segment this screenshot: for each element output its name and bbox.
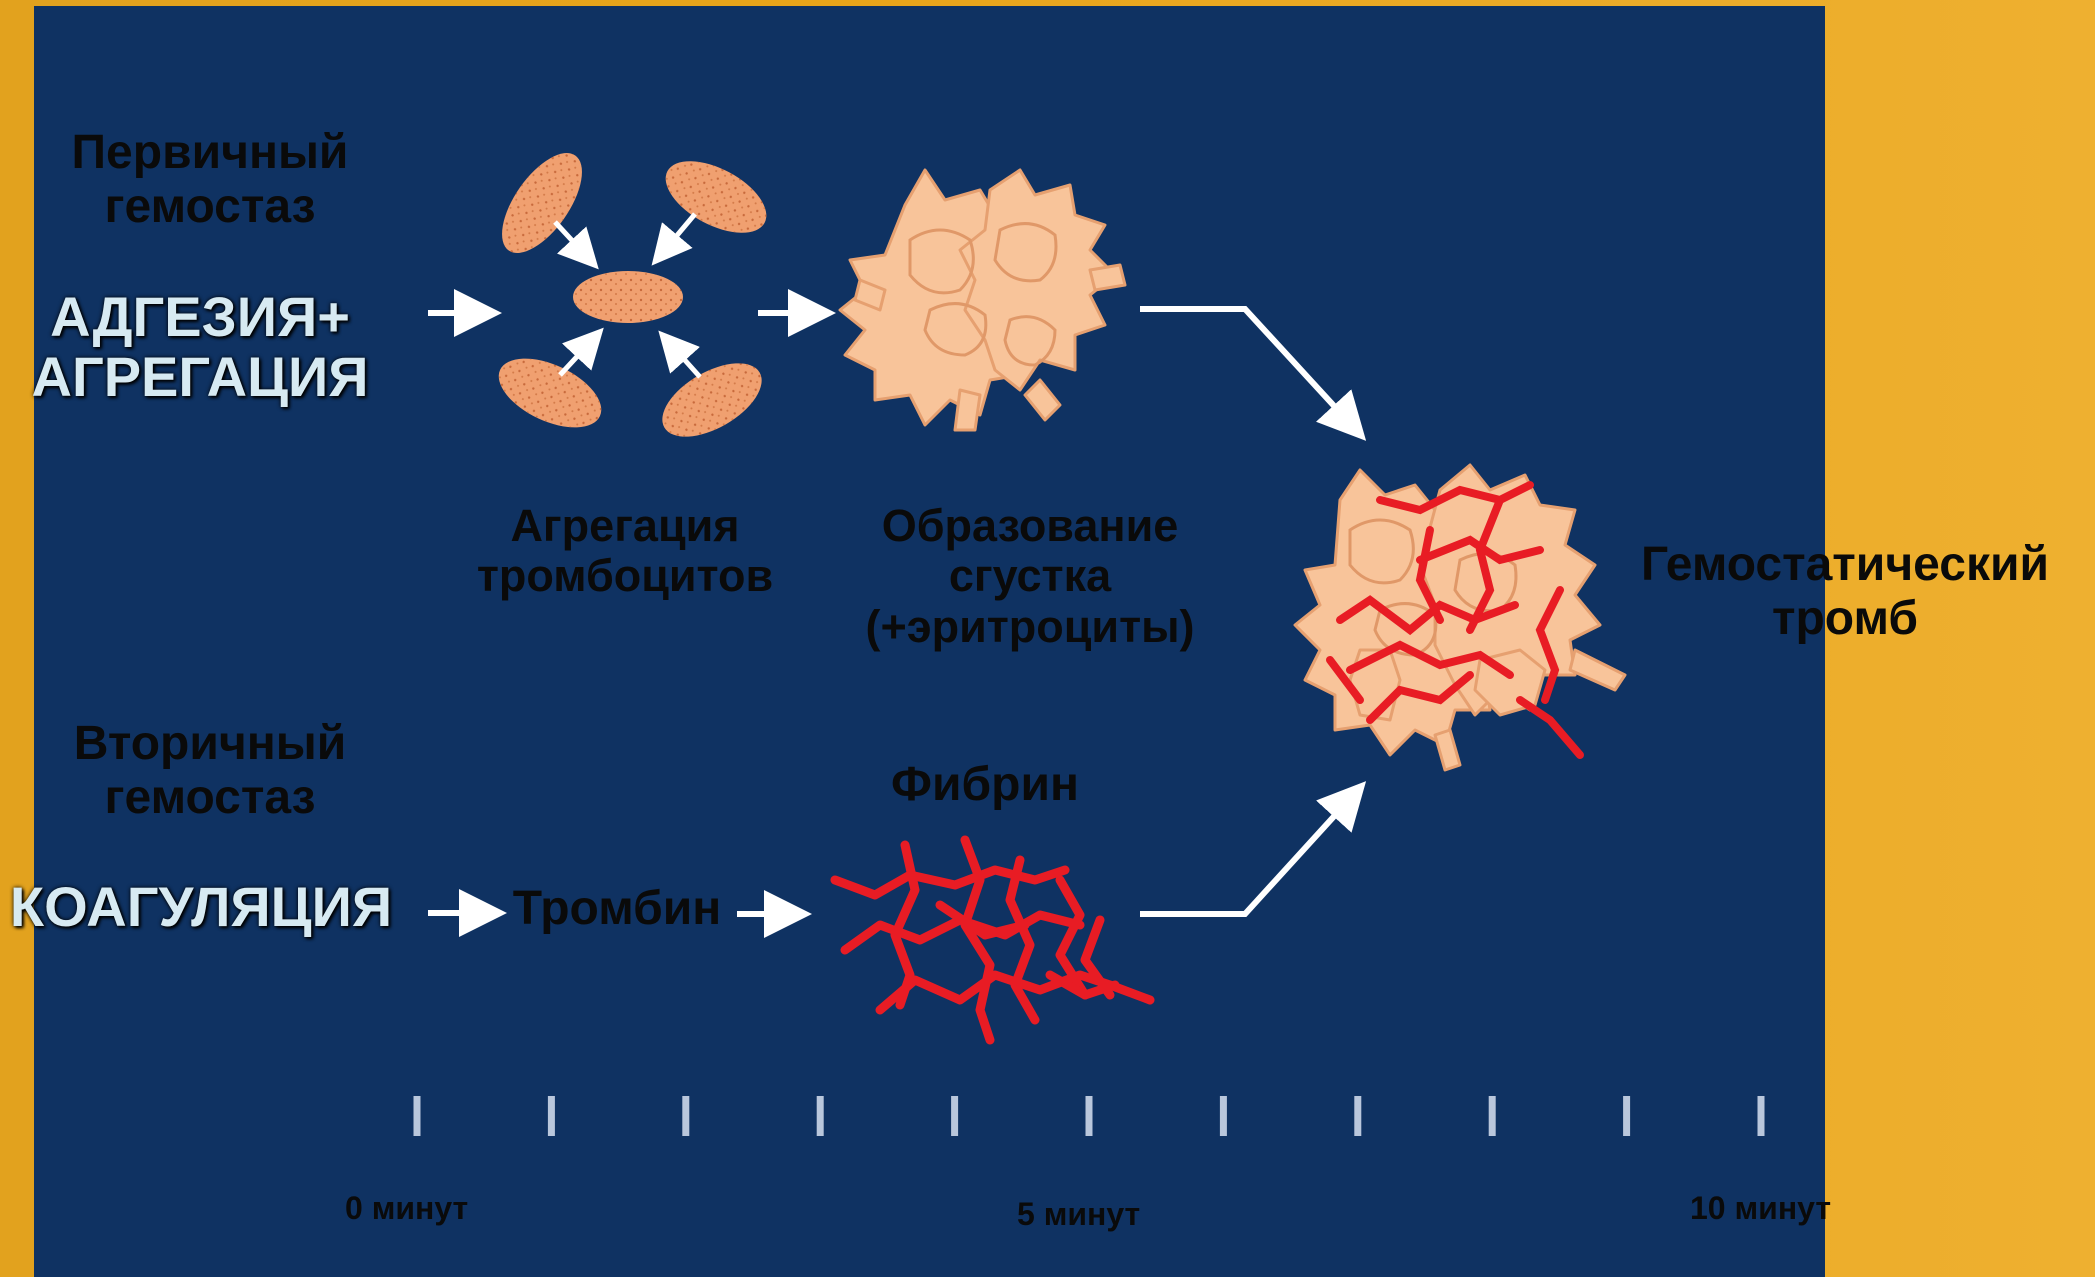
platelet-bottom-right (650, 348, 773, 451)
platelet-bottom-left (488, 344, 611, 441)
time-label-5: 5 минут (1017, 1196, 1140, 1233)
adhesion-aggregation-label: АДГЕЗИЯ+АГРЕГАЦИЯ (20, 287, 380, 408)
fibrin-mesh (835, 840, 1150, 1040)
thrombin-label: Тромбин (507, 882, 727, 936)
platelet-center (573, 271, 683, 323)
time-label-0: 0 минут (345, 1190, 468, 1227)
arrow-fibrin-to-thrombus (1140, 790, 1358, 914)
resting-platelets (487, 140, 778, 452)
platelet-top-right (654, 146, 777, 247)
fibrin-label: Фибрин (865, 758, 1105, 812)
time-label-10: 10 минут (1690, 1190, 1831, 1227)
coagulation-label: КОАГУЛЯЦИЯ (6, 876, 396, 939)
hemostatic-thrombus (1295, 465, 1625, 770)
arrow-clot-to-thrombus (1140, 309, 1358, 432)
platelet-clot (840, 170, 1125, 430)
timeline-ticks (417, 1096, 1761, 1136)
